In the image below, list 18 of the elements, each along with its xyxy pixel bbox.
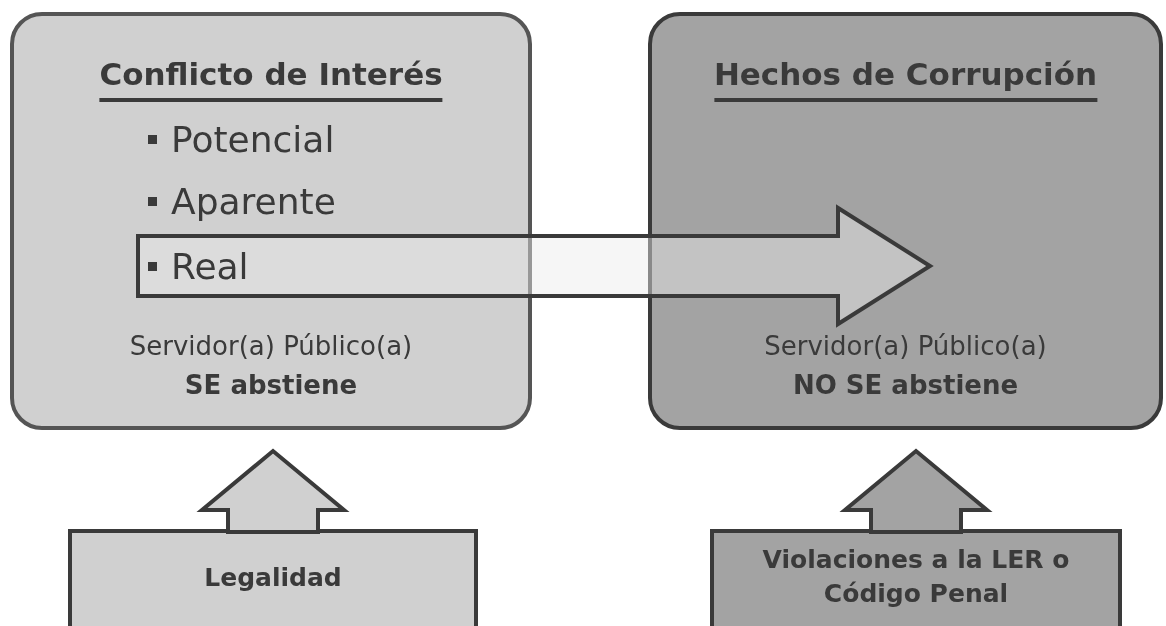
block-arrow bbox=[839, 448, 993, 534]
panel-note: NO SE abstiene bbox=[792, 370, 1019, 400]
block-label: Legalidad bbox=[204, 562, 342, 594]
block-arrow bbox=[196, 448, 350, 534]
block-label: Violaciones a la LER o Código Penal bbox=[761, 544, 1071, 610]
base-block bbox=[710, 529, 1122, 626]
rounded-panel bbox=[10, 12, 532, 430]
list-item: Real bbox=[171, 245, 249, 287]
panel-note: Servidor(a) Público(a) bbox=[764, 331, 1047, 361]
list-item: Aparente bbox=[171, 180, 336, 222]
base-block bbox=[68, 529, 478, 626]
panel-note: Servidor(a) Público(a) bbox=[129, 331, 413, 361]
rounded-panel bbox=[648, 12, 1163, 430]
list-item: Potencial bbox=[171, 118, 335, 160]
panel-note: SE abstiene bbox=[184, 370, 358, 400]
block-arrow bbox=[136, 204, 934, 328]
panel-heading: Hechos de Corrupción bbox=[713, 56, 1098, 102]
panel-heading: Conflicto de Interés bbox=[99, 56, 443, 102]
